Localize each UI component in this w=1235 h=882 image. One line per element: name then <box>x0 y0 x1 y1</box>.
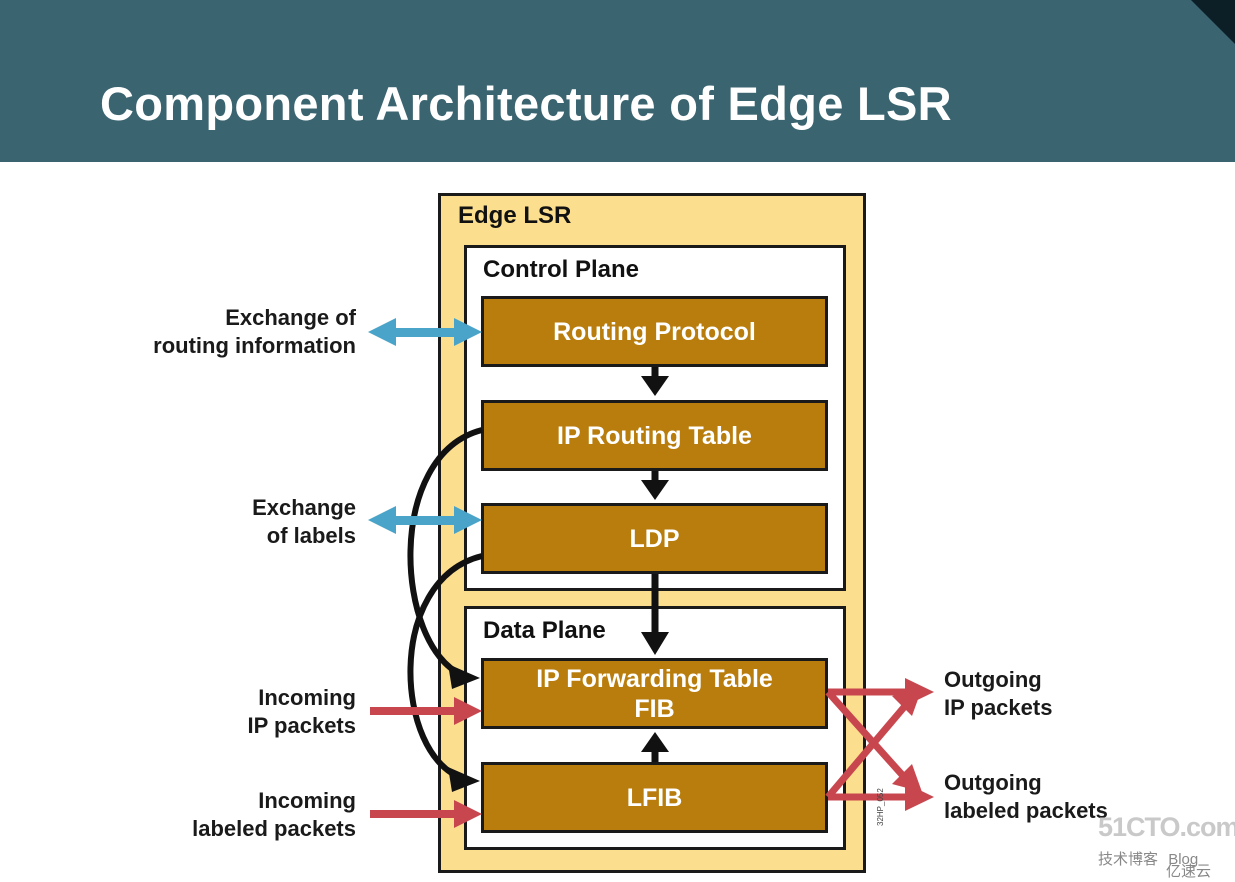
lfib-to-fib-arrowhead <box>641 732 669 752</box>
routing-info-line2: routing information <box>153 333 356 358</box>
rt-to-fib-arrowhead <box>448 664 480 689</box>
ldp-block: LDP <box>481 503 828 574</box>
routing-info-arrow <box>368 318 482 346</box>
data-plane-label: Data Plane <box>483 617 606 644</box>
corner-decoration <box>1191 0 1235 44</box>
ldp-label: LDP <box>629 524 680 553</box>
figure-code: 32HP_052 <box>876 788 885 826</box>
routing-info-line1: Exchange of <box>225 305 356 330</box>
incoming-labeled-label: Incoming labeled packets <box>124 787 356 843</box>
lfib-label: LFIB <box>626 783 683 812</box>
curved-arrows <box>407 427 483 781</box>
watermark-blog-label: Blog <box>1168 851 1199 868</box>
watermark-blog: 技术博客 Blog <box>1098 848 1198 869</box>
labels-exchange-label: Exchange of labels <box>124 494 356 550</box>
rt-to-ldp-arrowhead <box>641 480 669 500</box>
incoming-ip-line1: Incoming <box>258 685 356 710</box>
outgoing-arrows <box>825 688 910 801</box>
lfib-block: LFIB <box>481 762 828 833</box>
incoming-labeled-line1: Incoming <box>258 788 356 813</box>
ip-routing-table-block: IP Routing Table <box>481 400 828 471</box>
outgoing-labeled-label: Outgoing labeled packets <box>944 769 1144 825</box>
watermark-line1: 技术博客 <box>1098 851 1159 868</box>
outgoing-labeled-line2: labeled packets <box>944 798 1108 823</box>
labels-exchange-arrow <box>368 506 482 534</box>
incoming-ip-label: Incoming IP packets <box>124 684 356 740</box>
rp-to-rt-arrowhead <box>641 376 669 396</box>
slide-title: Component Architecture of Edge LSR <box>100 77 952 130</box>
labels-exchange-line1: Exchange <box>252 495 356 520</box>
ip-routing-table-label: IP Routing Table <box>557 421 752 450</box>
incoming-ip-arrow <box>370 697 482 725</box>
routing-protocol-block: Routing Protocol <box>481 296 828 367</box>
fib-label-line2: FIB <box>634 694 675 723</box>
incoming-ip-line2: IP packets <box>247 713 356 738</box>
flow-arrows <box>641 367 669 762</box>
incoming-labeled-line2: labeled packets <box>192 816 356 841</box>
outgoing-ip-line2: IP packets <box>944 695 1053 720</box>
outgoing-arrowheads <box>892 678 934 811</box>
watermark-site: 51CTO.com <box>1098 812 1235 842</box>
control-plane-label: Control Plane <box>483 256 640 283</box>
ldp-to-fib-arrowhead <box>641 632 669 655</box>
routing-protocol-label: Routing Protocol <box>553 317 756 346</box>
labels-exchange-line2: of labels <box>266 523 356 548</box>
outgoing-labeled-line1: Outgoing <box>944 770 1042 795</box>
fib-block: IP Forwarding Table FIB <box>481 658 828 729</box>
ldp-to-lfib-arrowhead <box>448 767 480 792</box>
edge-lsr-label: Edge LSR <box>458 202 572 229</box>
routing-info-label: Exchange of routing information <box>124 304 356 360</box>
outgoing-ip-line1: Outgoing <box>944 667 1042 692</box>
watermark-yun: 亿速云 <box>1166 863 1212 880</box>
rt-to-fib-curve <box>407 427 483 678</box>
fib-label-line1: IP Forwarding Table <box>536 664 773 693</box>
title-bar <box>0 0 1235 162</box>
incoming-labeled-arrow <box>370 800 482 828</box>
outgoing-ip-label: Outgoing IP packets <box>944 666 1144 722</box>
ldp-to-lfib-curve <box>407 553 483 781</box>
